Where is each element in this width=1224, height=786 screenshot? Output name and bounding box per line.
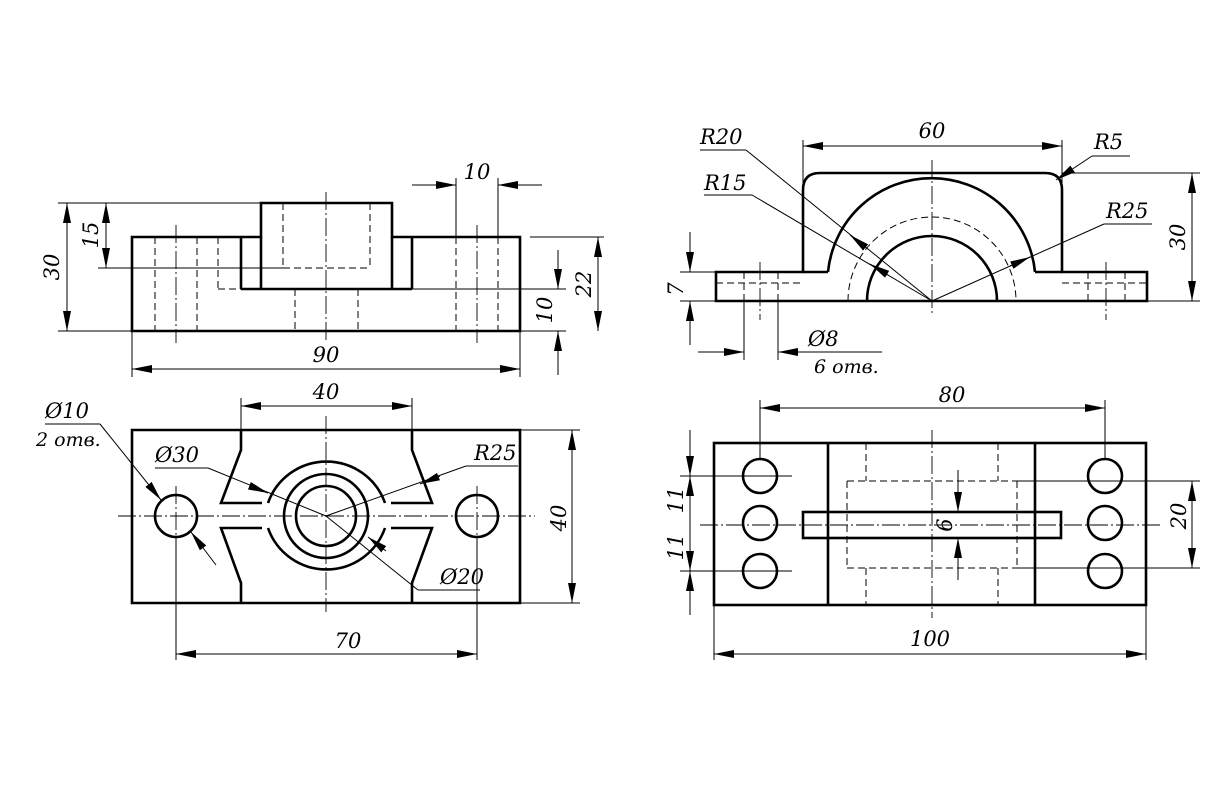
- dim-6: 6: [933, 518, 957, 531]
- dim-30-side: 30: [1166, 224, 1190, 251]
- dim-dia8: Ø8: [807, 327, 839, 351]
- dim-r20: R20: [699, 125, 743, 149]
- dim-r25-top: R25: [473, 441, 517, 465]
- dim-11-a: 11: [664, 487, 688, 514]
- side-view: 60 30 7 Ø8 6 отв. R20 R15 R5 R25: [664, 119, 1200, 378]
- dim-10-right: 10: [533, 297, 557, 324]
- dim-90: 90: [313, 343, 340, 367]
- top-outline-left: [130, 428, 241, 605]
- dim-40-right: 40: [547, 505, 571, 533]
- dim-30: 30: [40, 254, 64, 281]
- plan-view: 80 100 11 11 20 6: [664, 383, 1200, 660]
- dim-15: 15: [79, 222, 103, 249]
- front-outline: [130, 201, 522, 333]
- dim-dia20: Ø20: [439, 565, 484, 589]
- dim-70: 70: [335, 629, 362, 653]
- plan-outline: [712, 441, 1148, 607]
- dim-r15: R15: [703, 171, 747, 195]
- dim-r25: R25: [1105, 199, 1149, 223]
- dim-6-holes: 6 отв.: [814, 356, 879, 378]
- dim-2-holes: 2 отв.: [35, 429, 101, 451]
- dim-20: 20: [1167, 503, 1191, 531]
- dim-r5: R5: [1093, 130, 1123, 154]
- dim-dia30: Ø30: [154, 443, 199, 467]
- dim-40-top: 40: [312, 380, 340, 404]
- dim-80: 80: [939, 383, 966, 407]
- dim-10-top: 10: [464, 160, 491, 184]
- dim-dia10: Ø10: [44, 399, 89, 423]
- top-view: 40 40 70 Ø10 2 отв. Ø30 R25 Ø20: [35, 380, 580, 660]
- dim-60: 60: [919, 119, 946, 143]
- dim-11-b: 11: [664, 534, 688, 561]
- dim-100: 100: [910, 627, 950, 651]
- top-outline-right: [412, 428, 522, 605]
- dim-7: 7: [664, 282, 688, 296]
- dim-22: 22: [572, 271, 596, 299]
- front-view: 90 30 15 10 10 22: [40, 160, 604, 377]
